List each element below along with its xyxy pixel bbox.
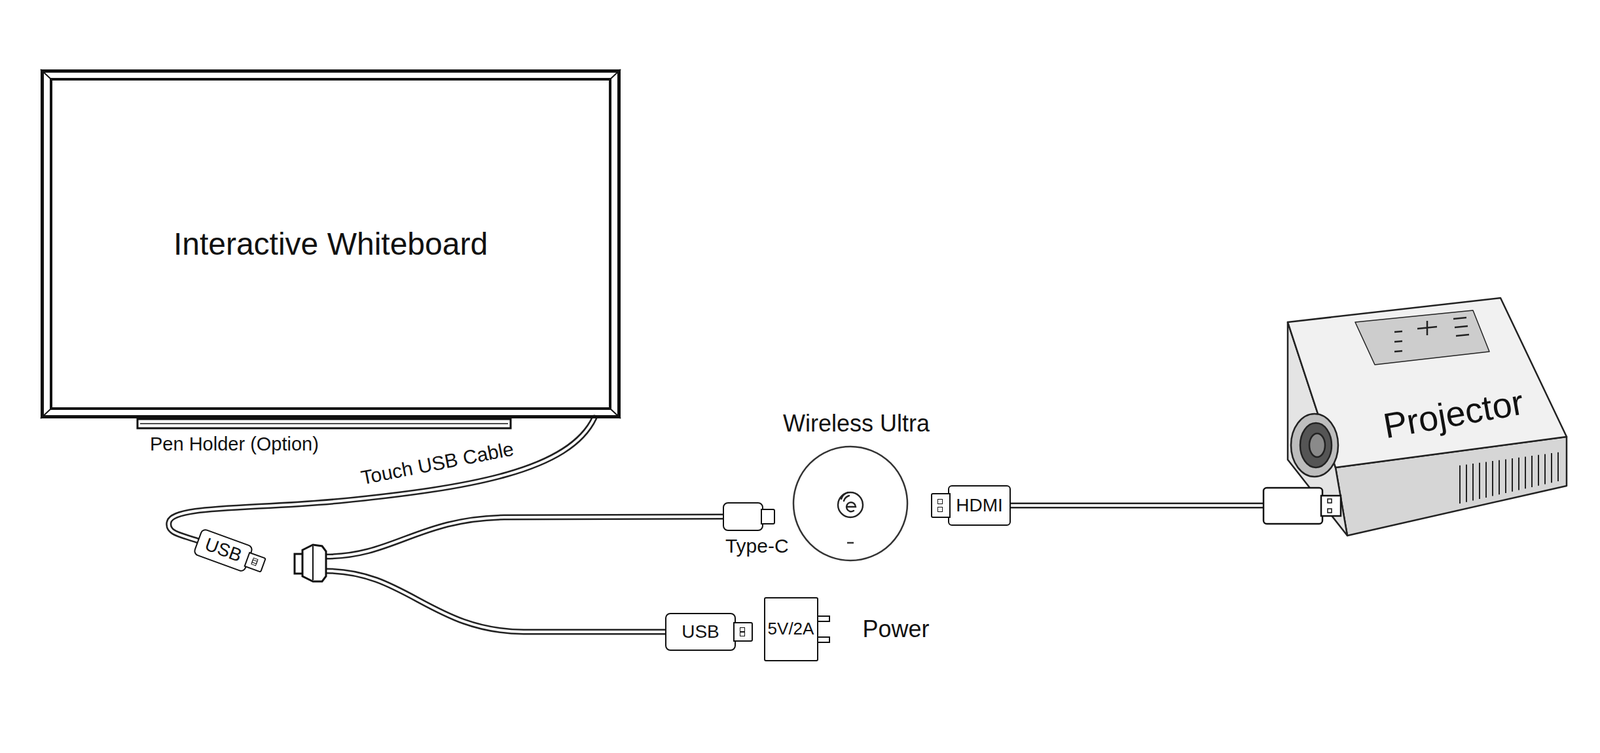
puck-outline <box>791 444 910 563</box>
projector-top-face <box>1287 297 1567 468</box>
cable-outline <box>326 516 723 557</box>
lens-center <box>1309 433 1326 457</box>
adapter-prong <box>817 615 831 622</box>
node-label: Wireless Ultra <box>782 409 930 437</box>
node-label: 5V/2A <box>767 619 815 639</box>
plug-pin <box>1327 498 1332 503</box>
plug-pin <box>1327 508 1332 513</box>
logo-wave <box>841 492 848 499</box>
projector-hdmi-plug <box>1263 487 1341 524</box>
pen-holder-line <box>140 422 509 425</box>
logo-mark <box>846 502 856 512</box>
plug-pin <box>937 506 943 512</box>
cable-fill <box>1010 504 1264 507</box>
pen-holder-bar <box>137 418 511 429</box>
control-panel <box>1355 310 1490 365</box>
cable-connector <box>1010 505 1264 507</box>
logo-ring <box>837 492 863 518</box>
hdmi-plug: HDMI <box>947 485 1011 526</box>
puck-circle <box>793 446 908 561</box>
projector: Projector <box>1263 295 1567 536</box>
splitter-body <box>302 544 327 582</box>
lens-glass <box>1300 422 1332 468</box>
node-label: Type-C <box>725 534 789 558</box>
plug-body <box>1263 487 1323 524</box>
vent-slot <box>1511 458 1513 492</box>
vent-slot <box>1557 452 1559 482</box>
vent-slot <box>1459 465 1461 504</box>
vent-slot <box>1544 453 1546 484</box>
vent-slot <box>1491 460 1494 497</box>
node-label: USB <box>681 621 720 643</box>
lens-ring <box>1290 413 1339 477</box>
node-label: Interactive Whiteboard <box>173 225 488 262</box>
inner-frame <box>51 79 611 409</box>
splitter-connector <box>294 544 327 582</box>
plug-tip <box>1321 495 1341 516</box>
cable-outline <box>326 570 666 632</box>
vent-slot <box>1518 457 1520 491</box>
vent-slot <box>1537 454 1540 486</box>
splitter-line <box>312 545 314 581</box>
vent-slot <box>1550 453 1553 483</box>
control-symbols <box>1394 317 1470 352</box>
cable-label: Touch USB Cable <box>356 437 519 491</box>
vent-slot <box>1498 460 1500 495</box>
vent-slot <box>1465 464 1468 502</box>
adapter-prong <box>817 636 831 643</box>
usb-plug: USB <box>192 527 255 573</box>
vent-slot <box>1472 463 1474 501</box>
vent-slot <box>1531 455 1533 488</box>
node-label: HDMI <box>955 494 1003 516</box>
cable-fill <box>326 570 666 632</box>
plug-tip <box>930 492 951 518</box>
cable-outline <box>1010 502 1264 509</box>
vent-slot <box>1478 462 1481 499</box>
vent-slot <box>1505 458 1507 493</box>
type-c-plug: Type-C <box>722 502 764 531</box>
plug-tip <box>760 508 776 525</box>
node-caption: Power <box>862 615 930 643</box>
plug-pin <box>739 631 746 637</box>
pen-holder <box>137 418 511 429</box>
logo-wave <box>843 495 850 501</box>
vent-slot <box>1524 456 1527 489</box>
projector-body <box>1287 297 1567 536</box>
part-label: Pen Holder (Option) <box>149 433 319 455</box>
puck-logo <box>837 492 863 518</box>
whiteboard: Interactive Whiteboard <box>40 69 621 419</box>
puck-dash <box>847 542 854 545</box>
node-label: USB <box>201 533 245 567</box>
plug-pin <box>937 498 943 505</box>
cable-fill <box>326 516 723 557</box>
plug-tip <box>733 621 753 642</box>
usb-plug: USB <box>665 612 736 651</box>
whiteboard-bevel <box>40 69 621 419</box>
y-cable <box>326 516 723 632</box>
power-adapter: 5V/2APower <box>763 597 819 662</box>
plug-tip <box>244 551 268 573</box>
vent-slot <box>1485 461 1487 498</box>
plug-pin <box>250 559 258 566</box>
wireless-puck: Wireless Ultra <box>791 444 910 563</box>
